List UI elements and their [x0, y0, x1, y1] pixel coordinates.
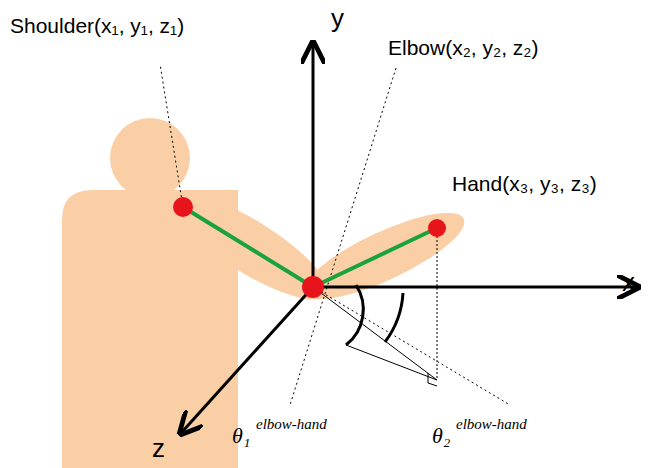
x-axis [313, 286, 636, 289]
elbow-leader [290, 68, 396, 405]
axis-label: y [331, 4, 344, 33]
forearm-segment [313, 228, 437, 287]
joint-label: Shoulder(x₁, y₁, z₁) [10, 14, 184, 37]
projection-guide [313, 287, 510, 405]
forearm [294, 197, 474, 315]
head [110, 118, 190, 198]
hand-joint [428, 219, 446, 237]
elbow-joint [302, 276, 324, 298]
angle-arc [385, 293, 403, 342]
angle-symbol: θ₂ [432, 424, 450, 448]
axis-label: z [152, 434, 165, 463]
shoulder-leader [160, 64, 183, 207]
joint-label: Elbow(x₂, y₂, z₂) [388, 36, 538, 59]
z-axis [182, 287, 313, 432]
projection-line [346, 345, 437, 380]
angle-symbol: θ₁ [232, 424, 250, 448]
shoulder-joint [173, 197, 193, 217]
angle-superscript: elbow-hand [456, 416, 527, 433]
joint-label: Hand(x₃, y₃, z₃) [452, 172, 597, 195]
projection-line [313, 287, 437, 380]
right-angle-mark [428, 373, 437, 386]
upper-arm-segment [183, 207, 313, 287]
y-axis [312, 45, 315, 287]
angle-superscript: elbow-hand [256, 416, 327, 433]
axis-label: x [622, 268, 635, 297]
angle-arc [346, 285, 363, 345]
hand-drop [437, 228, 438, 380]
